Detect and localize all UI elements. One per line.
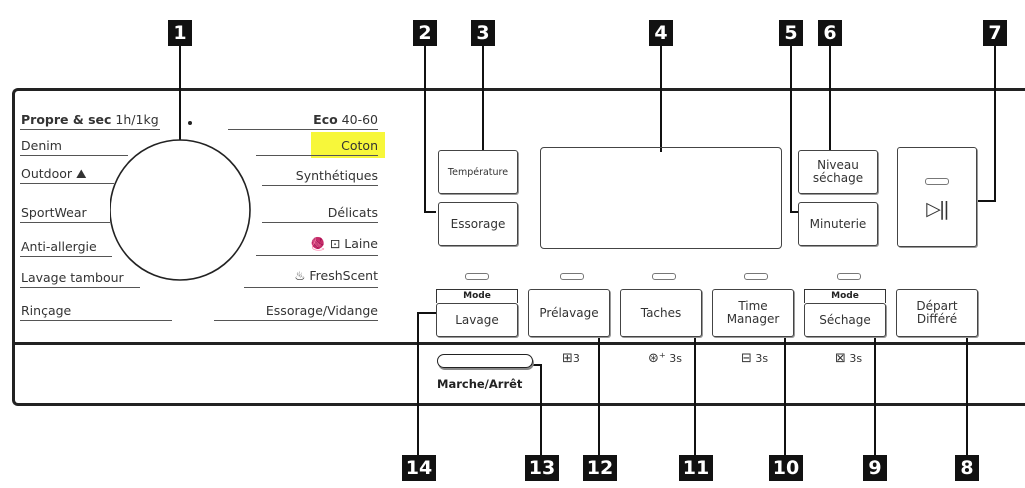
program-laine: 🧶 ⊡ Laine xyxy=(310,236,378,251)
callout-12: 12 xyxy=(583,455,617,481)
program-delicats: Délicats xyxy=(327,205,378,220)
start-pause-button[interactable]: ▷|| xyxy=(897,147,977,247)
temperature-button[interactable]: Température xyxy=(438,150,518,194)
wool-icon: 🧶 xyxy=(310,236,326,251)
callout-8: 8 xyxy=(955,455,979,481)
essorage-button[interactable]: Essorage xyxy=(438,202,518,246)
program-coton: Coton xyxy=(341,138,378,153)
program-lavage-tambour: Lavage tambour xyxy=(21,270,124,285)
drum-clean-hint: ⊠ 3s xyxy=(835,351,863,366)
led-sechage xyxy=(837,273,861,280)
handwash-icon: ⊡ xyxy=(329,236,341,251)
start-led xyxy=(925,178,949,185)
mode-label-sechage: Mode xyxy=(804,289,886,303)
program-freshscent: ♨ FreshScent xyxy=(294,268,378,283)
callout-1: 1 xyxy=(168,20,192,46)
power-button[interactable] xyxy=(437,354,533,368)
led-time-manager xyxy=(744,273,768,280)
program-rincage: Rinçage xyxy=(21,303,72,318)
minuterie-button[interactable]: Minuterie xyxy=(798,202,878,246)
lavage-button[interactable]: Lavage xyxy=(436,303,518,337)
sechage-button[interactable]: Séchage xyxy=(804,303,886,337)
display-screen xyxy=(540,147,782,249)
callout-10: 10 xyxy=(769,455,803,481)
wifi-hint: ⊛⁺ 3s xyxy=(648,351,682,366)
led-prelavage xyxy=(560,273,584,280)
program-outdoor: Outdoor ⛰ xyxy=(21,166,87,181)
drum-clean-icon: ⊠ xyxy=(835,351,846,366)
child-lock-hint: ⊞3 xyxy=(562,351,580,366)
callout-9: 9 xyxy=(863,455,887,481)
callout-6: 6 xyxy=(818,20,842,46)
power-label: Marche/Arrêt xyxy=(437,377,523,391)
program-essorage-vidange: Essorage/Vidange xyxy=(265,303,378,318)
control-panel xyxy=(12,88,1025,406)
program-dial[interactable] xyxy=(110,110,270,290)
program-eco-40-60: Eco 40-60 xyxy=(313,112,378,127)
program-synthetiques: Synthétiques xyxy=(295,168,378,183)
door-hint: ⊟ 3s xyxy=(741,351,769,366)
wifi-icon: ⊛⁺ xyxy=(648,351,666,366)
callout-14: 14 xyxy=(402,455,436,481)
callout-11: 11 xyxy=(679,455,713,481)
coton-highlight xyxy=(311,132,385,158)
callout-3: 3 xyxy=(471,20,495,46)
program-propre-sec: Propre & sec 1h/1kg xyxy=(21,112,159,127)
child-lock-icon: ⊞ xyxy=(562,351,573,366)
callout-4: 4 xyxy=(649,20,673,46)
led-lavage xyxy=(465,273,489,280)
play-pause-icon: ▷|| xyxy=(926,198,949,220)
callout-13: 13 xyxy=(525,455,559,481)
program-anti-allergie: Anti-allergie xyxy=(21,239,97,254)
callout-7: 7 xyxy=(983,20,1007,46)
door-icon: ⊟ xyxy=(741,351,752,366)
callout-2: 2 xyxy=(413,20,437,46)
callout-5: 5 xyxy=(779,20,803,46)
taches-button[interactable]: Taches xyxy=(620,289,702,337)
led-taches xyxy=(652,273,676,280)
mode-label-lavage: Mode xyxy=(436,289,518,303)
prelavage-button[interactable]: Prélavage xyxy=(528,289,610,337)
outdoor-icon: ⛰ xyxy=(76,166,87,181)
panel-divider xyxy=(12,342,1025,345)
steam-icon: ♨ xyxy=(294,268,306,283)
program-denim: Denim xyxy=(21,138,62,153)
program-sportwear: SportWear xyxy=(21,205,87,220)
